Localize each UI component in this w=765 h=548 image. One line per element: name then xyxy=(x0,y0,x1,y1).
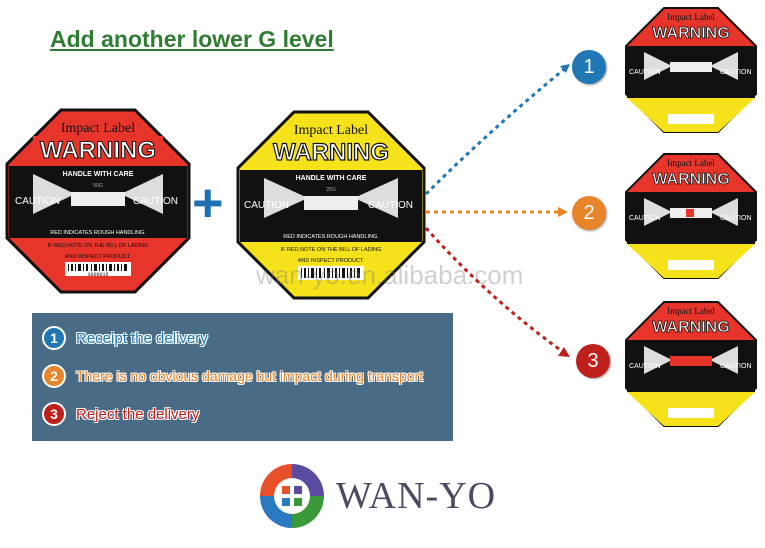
svg-text:WARNING: WARNING xyxy=(273,139,389,166)
arrows xyxy=(424,64,570,357)
step-2-circle: 2 xyxy=(572,196,606,230)
svg-text:Impact Label: Impact Label xyxy=(294,123,368,138)
legend-box: 1 Receipt the delivery 2 There is no obv… xyxy=(32,313,453,441)
result-label-2: Impact Label WARNING CAUTION CAUTION xyxy=(625,153,757,279)
svg-text:IF RED,NOTE ON THE BILL OF LAD: IF RED,NOTE ON THE BILL OF LADING xyxy=(48,243,149,249)
svg-text:CAUTION: CAUTION xyxy=(720,69,752,76)
legend-text-2: There is no obvious damage but impact du… xyxy=(76,368,424,384)
label-title: Impact Label xyxy=(61,121,135,136)
page-title: Add another lower G level xyxy=(50,26,334,52)
svg-text:CAUTION: CAUTION xyxy=(720,363,752,370)
svg-text:CAUTION: CAUTION xyxy=(720,215,752,222)
label-warning: WARNING xyxy=(40,137,156,164)
red-impact-label: Impact Label WARNING HANDLE WITH CARE 50… xyxy=(5,108,191,294)
wanyo-logo-icon xyxy=(260,464,324,528)
legend-circle-3: 3 xyxy=(42,402,66,426)
svg-text:WARNING: WARNING xyxy=(652,319,729,336)
legend-circle-2: 2 xyxy=(42,364,66,388)
legend-row-1: 1 Receipt the delivery xyxy=(42,325,208,351)
legend-row-2: 2 There is no obvious damage but impact … xyxy=(42,363,423,389)
svg-text:CAUTION: CAUTION xyxy=(629,69,661,76)
svg-text:3000015: 3000015 xyxy=(87,272,108,278)
svg-text:RED INDICATES ROUGH HANDLING.: RED INDICATES ROUGH HANDLING. xyxy=(50,230,146,236)
svg-text:Impact Label: Impact Label xyxy=(667,12,715,22)
svg-text:CAUTION: CAUTION xyxy=(368,200,413,211)
svg-text:CAUTION: CAUTION xyxy=(629,363,661,370)
result-label-3: Impact Label WARNING CAUTION CAUTION xyxy=(625,301,757,427)
svg-text:Impact Label: Impact Label xyxy=(667,306,715,316)
legend-row-3: 3 Reject the delivery xyxy=(42,401,199,427)
step-1-circle: 1 xyxy=(572,50,606,84)
watermark: wan-yo.en.alibaba.com xyxy=(256,260,524,290)
svg-text:AND INSPECT PRODUCT.: AND INSPECT PRODUCT. xyxy=(65,254,132,260)
svg-text:CAUTION: CAUTION xyxy=(244,200,289,211)
svg-text:50G: 50G xyxy=(93,183,103,189)
svg-text:Impact Label: Impact Label xyxy=(667,158,715,168)
svg-text:CAUTION: CAUTION xyxy=(133,196,178,207)
result-label-1: Impact Label WARNING CAUTION CAUTION xyxy=(625,7,757,133)
svg-text:HANDLE WITH CARE: HANDLE WITH CARE xyxy=(296,175,367,182)
svg-text:WARNING: WARNING xyxy=(652,25,729,42)
svg-text:25G: 25G xyxy=(326,187,336,193)
label-handle: HANDLE WITH CARE xyxy=(63,171,134,178)
legend-text-1: Receipt the delivery xyxy=(76,329,208,347)
svg-text:WARNING: WARNING xyxy=(652,171,729,188)
svg-text:IF RED,NOTE ON THE BILL OF LAD: IF RED,NOTE ON THE BILL OF LADING xyxy=(281,247,382,253)
svg-text:CAUTION: CAUTION xyxy=(629,215,661,222)
brand-name: WAN-YO xyxy=(336,475,497,517)
svg-text:RED INDICATES ROUGH HANDLING.: RED INDICATES ROUGH HANDLING. xyxy=(283,234,379,240)
step-3-circle: 3 xyxy=(576,344,610,378)
yellow-impact-label: Impact Label WARNING HANDLE WITH CARE 25… xyxy=(236,110,426,300)
plus-sign: + xyxy=(192,173,224,233)
svg-text:CAUTION: CAUTION xyxy=(15,196,60,207)
legend-circle-1: 1 xyxy=(42,326,66,350)
legend-text-3: Reject the delivery xyxy=(76,405,200,423)
svg-text:AND INSPECT PRODUCT.: AND INSPECT PRODUCT. xyxy=(298,258,365,264)
